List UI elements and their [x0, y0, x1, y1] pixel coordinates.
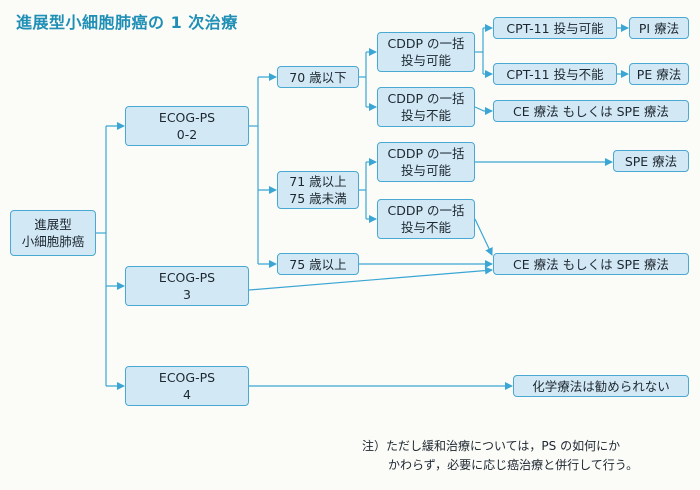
node-label: PI 療法 [638, 20, 680, 36]
node-cddp-ng-a: CDDP の一括投与不能 [377, 87, 475, 127]
node-label: 75 歳以上 [289, 256, 347, 272]
node-label: 化学療法は勧められない [532, 378, 670, 394]
footnote-line-1: 注）ただし緩和治療については，PS の如何にか [362, 439, 621, 453]
node-cddp-ng-b: CDDP の一括投与不能 [377, 199, 475, 239]
node-ce-spe-2: CE 療法 もしくは SPE 療法 [493, 253, 689, 275]
node-label: ECOG-PS [158, 110, 216, 125]
node-root: 進展型小細胞肺癌 [10, 210, 96, 256]
node-label: 投与不能 [400, 220, 451, 235]
footnote-line-2: かわらず，必要に応じ癌治療と併行して行う。 [388, 458, 639, 472]
node-ecog-02: ECOG-PS 0-2 [125, 106, 249, 146]
node-label: CE 療法 もしくは SPE 療法 [513, 103, 669, 119]
node-label: CDDP の一括 [387, 203, 465, 218]
node-label: CDDP の一括 [387, 36, 465, 51]
node-label: ECOG-PS [158, 270, 216, 285]
node-no-chemo: 化学療法は勧められない [513, 375, 689, 397]
connector [248, 266, 493, 291]
node-label: 小細胞肺癌 [21, 234, 85, 249]
node-label: ECOG-PS [158, 370, 216, 385]
node-label: 投与不能 [400, 108, 451, 123]
node-label: 4 [183, 387, 191, 402]
node-label: CPT-11 投与不能 [506, 66, 604, 82]
node-age-75-over: 75 歳以上 [277, 253, 359, 275]
node-label: CDDP の一括 [387, 146, 465, 161]
node-ecog-3: ECOG-PS 3 [125, 266, 249, 306]
node-pi: PI 療法 [629, 17, 689, 39]
node-spe: SPE 療法 [613, 150, 689, 172]
node-age-70-under: 70 歳以下 [277, 66, 359, 88]
node-label: 71 歳以上 [289, 174, 347, 189]
diagram-title: 進展型小細胞肺癌の 1 次治療 [16, 13, 238, 32]
node-cddp-ok-b: CDDP の一括投与可能 [377, 142, 475, 182]
node-pe: PE 療法 [629, 63, 689, 85]
footnote: 注）ただし緩和治療については，PS の如何にか かわらず，必要に応じ癌治療と併行… [362, 437, 638, 475]
node-label: SPE 療法 [624, 153, 678, 169]
node-label: 投与可能 [400, 53, 451, 68]
node-cddp-ok-a: CDDP の一括投与可能 [377, 32, 475, 72]
node-label: CDDP の一括 [387, 91, 465, 106]
connector [474, 106, 493, 115]
node-label: CE 療法 もしくは SPE 療法 [513, 256, 669, 272]
node-label: 投与可能 [400, 163, 451, 178]
node-label: 0-2 [176, 127, 198, 142]
connector [474, 218, 493, 256]
node-label: 70 歳以下 [289, 69, 347, 85]
node-label: CPT-11 投与可能 [506, 20, 604, 36]
node-label: 75 歳未満 [289, 191, 347, 206]
node-ecog-4: ECOG-PS 4 [125, 366, 249, 406]
node-label: 進展型 [34, 217, 72, 232]
node-label: PE 療法 [636, 66, 682, 82]
node-cpt-ng: CPT-11 投与不能 [493, 63, 617, 85]
node-age-71-74: 71 歳以上 75 歳未満 [277, 171, 359, 209]
node-cpt-ok: CPT-11 投与可能 [493, 17, 617, 39]
node-ce-spe-1: CE 療法 もしくは SPE 療法 [493, 100, 689, 122]
node-label: 3 [183, 287, 191, 302]
